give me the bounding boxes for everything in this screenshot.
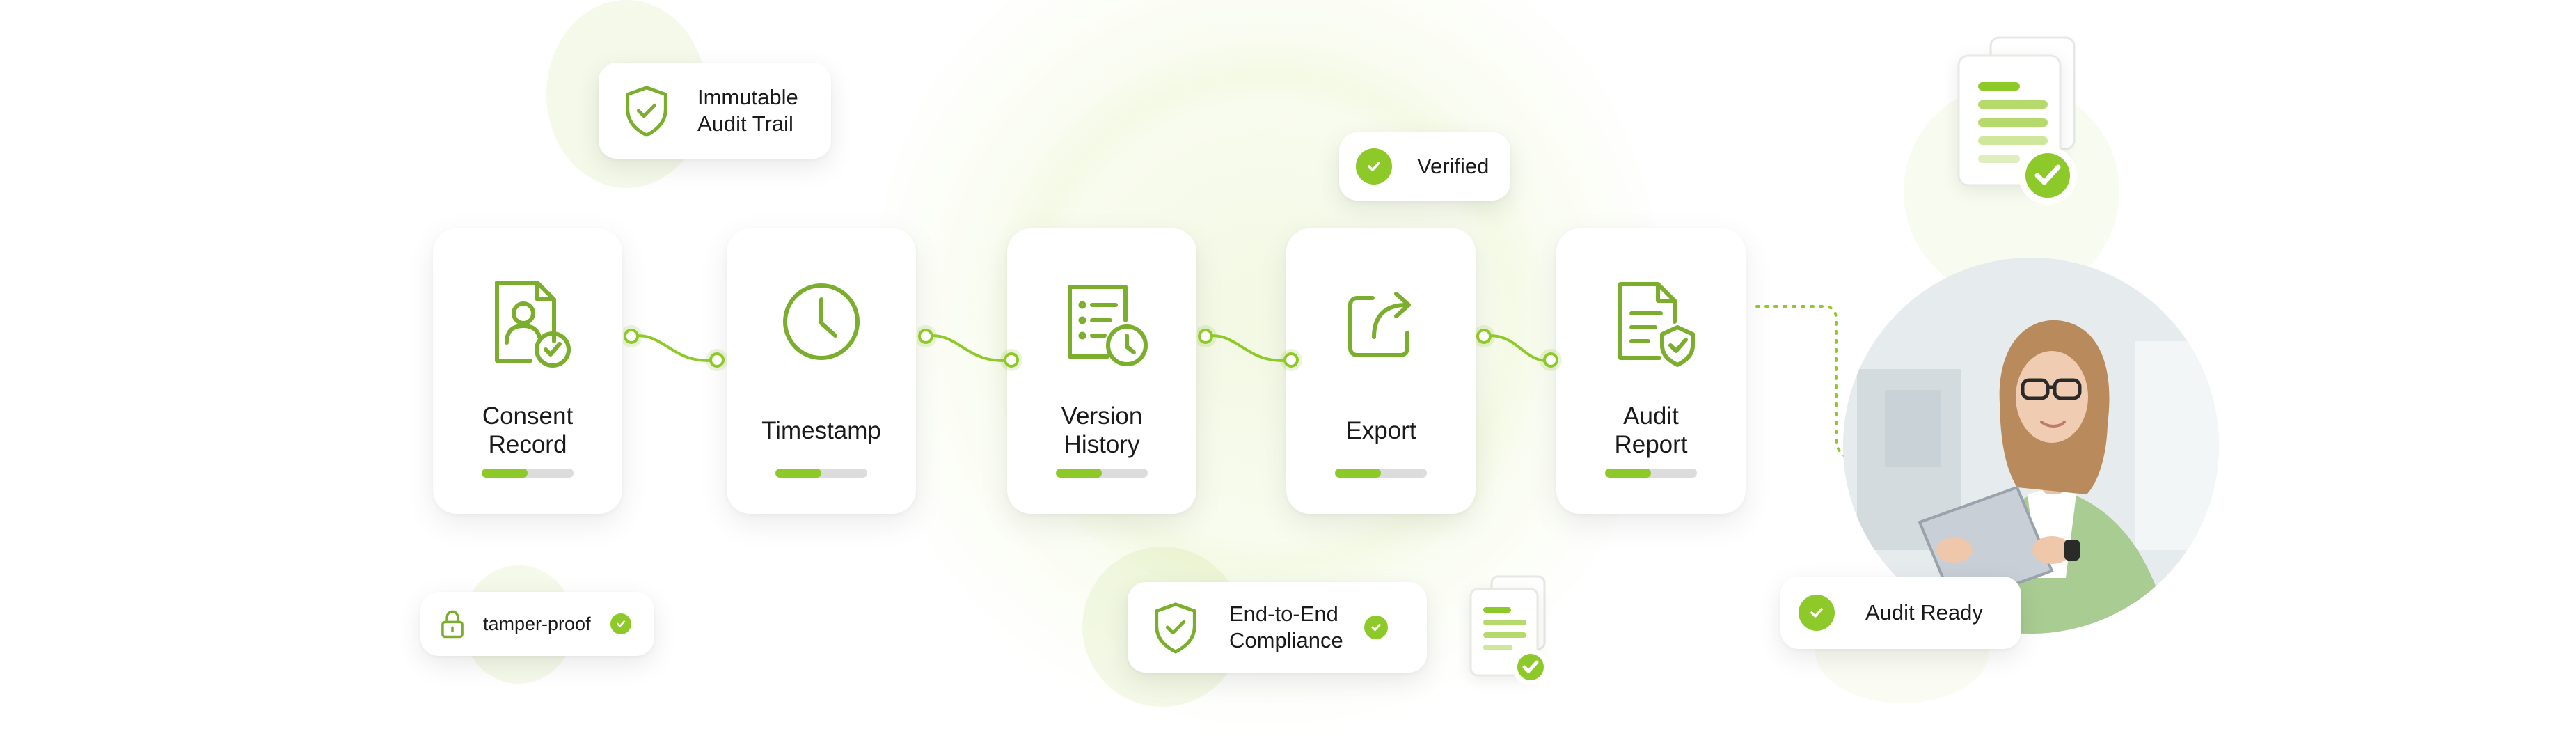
step-label: Audit Report <box>1614 402 1688 458</box>
badge-text: Verified <box>1417 154 1490 178</box>
step-label: Export <box>1345 416 1416 444</box>
step-progress-fill <box>482 469 528 478</box>
verified-document-icon <box>1957 36 2077 205</box>
audit-ready-badge: Audit Ready <box>1780 577 2021 649</box>
step-connector <box>1476 325 1562 371</box>
step-progress-bar <box>1335 469 1427 478</box>
export-icon <box>1348 292 1411 357</box>
check-circle-icon <box>610 613 631 634</box>
step-connector <box>623 325 727 371</box>
step-progress-bar <box>775 469 867 478</box>
step-label: Timestamp <box>761 416 881 444</box>
step-connector <box>1197 325 1302 371</box>
step-card-consent-record[interactable]: Consent Record <box>433 228 622 514</box>
badge-text: tamper-proof <box>483 613 591 634</box>
tamper-proof-badge: tamper-proof <box>420 592 654 656</box>
version-history-icon <box>1068 285 1148 366</box>
person-with-tablet-photo <box>1843 258 2219 634</box>
step-progress-bar <box>1056 469 1148 478</box>
consent-document-icon <box>495 281 571 368</box>
step-progress-bar <box>1605 469 1697 478</box>
verified-document-icon <box>1469 575 1549 685</box>
step-progress-fill <box>1605 469 1651 478</box>
step-card-audit-report[interactable]: Audit Report <box>1556 228 1746 514</box>
badge-text: End-to-End Compliance <box>1229 602 1343 652</box>
step-progress-fill <box>775 469 821 478</box>
shield-check-icon <box>1155 602 1196 654</box>
step-progress-fill <box>1056 469 1102 478</box>
badge-text: Audit Ready <box>1865 600 1983 625</box>
check-circle-icon <box>1356 148 1392 185</box>
lock-icon <box>441 610 464 639</box>
clock-icon <box>783 283 860 360</box>
dotted-connector <box>1755 305 1851 461</box>
shield-check-icon <box>626 86 667 137</box>
step-label: Consent Record <box>482 402 574 458</box>
step-card-timestamp[interactable]: Timestamp <box>727 228 916 514</box>
end-to-end-compliance-badge: End-to-End Compliance <box>1128 582 1427 673</box>
step-card-version-history[interactable]: Version History <box>1007 228 1196 514</box>
check-circle-icon <box>1364 616 1388 639</box>
step-label: Version History <box>1061 402 1143 458</box>
immutable-audit-trail-badge: Immutable Audit Trail <box>599 63 831 159</box>
verified-badge: Verified <box>1339 132 1510 201</box>
step-connector <box>917 325 1022 371</box>
step-progress-bar <box>482 469 574 478</box>
check-circle-icon <box>1799 595 1835 631</box>
audit-report-icon <box>1618 282 1695 367</box>
badge-text: Immutable Audit Trail <box>697 85 798 136</box>
step-card-export[interactable]: Export <box>1286 228 1476 514</box>
step-progress-fill <box>1335 469 1381 478</box>
